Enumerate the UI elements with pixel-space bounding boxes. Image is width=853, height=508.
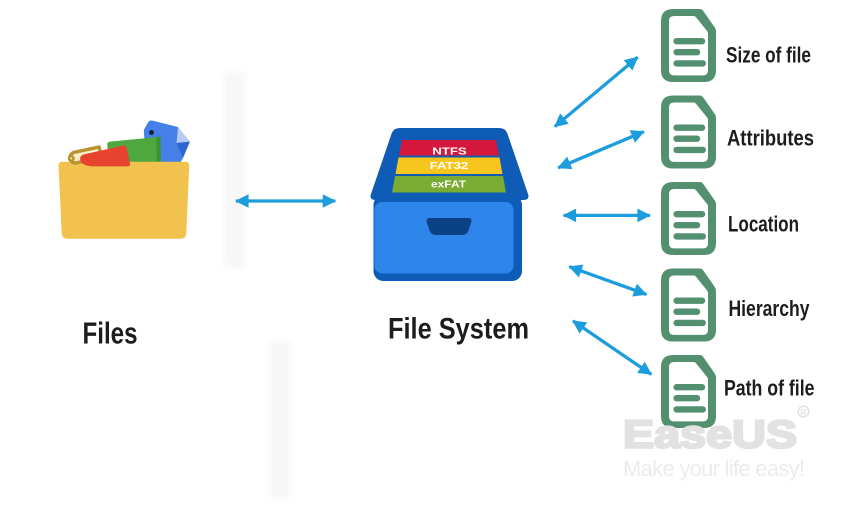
svg-text:Make your life easy!: Make your life easy! xyxy=(623,456,805,481)
svg-text:exFAT: exFAT xyxy=(431,179,467,191)
svg-text:Size of file: Size of file xyxy=(726,43,811,68)
svg-text:Location: Location xyxy=(728,212,799,237)
svg-text:NTFS: NTFS xyxy=(432,146,467,158)
svg-text:EaseUS: EaseUS xyxy=(623,414,797,457)
svg-text:File System: File System xyxy=(388,313,529,346)
svg-text:R: R xyxy=(800,407,806,417)
svg-text:Files: Files xyxy=(83,316,138,351)
svg-text:FAT32: FAT32 xyxy=(430,160,469,172)
svg-text:Path of file: Path of file xyxy=(724,376,815,401)
svg-text:Attributes: Attributes xyxy=(727,126,814,151)
svg-text:Hierarchy: Hierarchy xyxy=(729,296,810,321)
